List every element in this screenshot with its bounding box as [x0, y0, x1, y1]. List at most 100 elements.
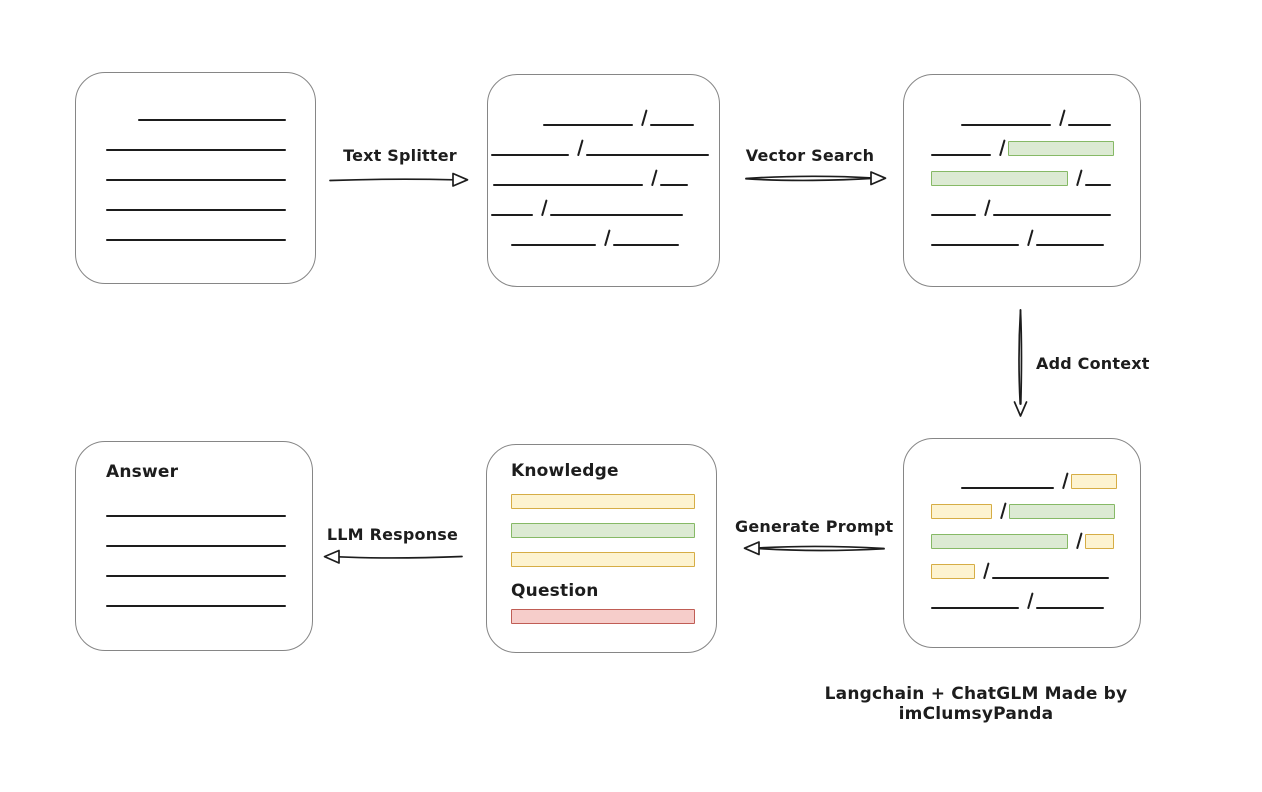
text-line — [491, 214, 533, 216]
text-line — [961, 124, 1051, 126]
text-line — [1085, 184, 1111, 186]
text-row — [488, 156, 719, 186]
text-row — [106, 577, 292, 607]
text-row — [904, 216, 1140, 246]
green-highlight — [1009, 504, 1115, 519]
text-row — [106, 547, 292, 577]
text-line — [660, 184, 688, 186]
text-row — [106, 517, 292, 547]
text-row — [904, 519, 1140, 549]
text-line — [106, 515, 286, 517]
answer-node: Answer — [75, 441, 313, 651]
slash-separator — [996, 501, 1005, 519]
text-line — [550, 214, 683, 216]
text-line — [1068, 124, 1111, 126]
slash-separator — [1023, 228, 1032, 246]
slash-separator — [1055, 108, 1064, 126]
text-line — [931, 154, 991, 156]
slash-separator — [1023, 591, 1032, 609]
llm-response-arrow — [323, 549, 463, 564]
answer-heading: Answer — [106, 462, 179, 482]
slash-separator — [995, 138, 1004, 156]
knowledge-heading: Knowledge — [511, 461, 619, 481]
text-row — [76, 151, 315, 181]
vector-search-label: Vector Search — [745, 146, 875, 165]
text-row — [76, 91, 315, 121]
yellow-bar — [511, 494, 695, 509]
yellow-highlight — [1071, 474, 1117, 489]
text-row — [904, 579, 1140, 609]
text-row — [106, 487, 292, 517]
slash-separator — [1072, 531, 1081, 549]
diagram-caption: Langchain + ChatGLM Made by imClumsyPand… — [824, 684, 1128, 724]
text-row — [76, 211, 315, 241]
text-line — [106, 545, 286, 547]
slash-separator — [537, 198, 546, 216]
text-line — [106, 209, 286, 211]
vector-search-arrow — [745, 171, 887, 186]
question-bars — [511, 609, 696, 624]
text-splitter-arrow — [329, 172, 469, 187]
yellow-bar — [511, 552, 695, 567]
text-row — [904, 96, 1140, 126]
text-row — [904, 186, 1140, 216]
add-context-label: Add Context — [1036, 354, 1150, 373]
text-row — [904, 126, 1140, 156]
text-row — [488, 126, 719, 156]
green-bar — [511, 523, 695, 538]
text-line — [650, 124, 694, 126]
text-line — [613, 244, 679, 246]
slash-separator — [600, 228, 609, 246]
green-highlight — [931, 171, 1068, 186]
text-line — [931, 607, 1019, 609]
context-node — [903, 438, 1141, 648]
text-line — [1036, 244, 1104, 246]
slash-separator — [573, 138, 582, 156]
llm-response-label: LLM Response — [326, 525, 459, 544]
text-line — [106, 575, 286, 577]
knowledge-bars — [511, 494, 696, 567]
text-row — [904, 459, 1140, 489]
text-row — [904, 489, 1140, 519]
green-highlight — [1008, 141, 1114, 156]
search-results-node — [903, 74, 1141, 287]
text-line — [931, 244, 1019, 246]
text-splitter-label: Text Splitter — [343, 146, 457, 165]
text-row — [488, 186, 719, 216]
text-line — [106, 239, 286, 241]
chunks-node — [487, 74, 720, 287]
document-node — [75, 72, 316, 284]
text-line — [106, 179, 286, 181]
green-highlight — [931, 534, 1068, 549]
text-line — [106, 149, 286, 151]
text-row — [488, 216, 719, 246]
document-lines — [76, 73, 315, 241]
text-line — [138, 119, 286, 121]
text-line — [493, 184, 643, 186]
text-line — [1036, 607, 1104, 609]
text-line — [491, 154, 569, 156]
slash-separator — [1072, 168, 1081, 186]
text-line — [961, 487, 1054, 489]
text-line — [511, 244, 596, 246]
yellow-highlight — [931, 504, 992, 519]
text-line — [993, 214, 1111, 216]
text-row — [76, 181, 315, 211]
slash-separator — [1058, 471, 1067, 489]
slash-separator — [647, 168, 656, 186]
generate-prompt-label: Generate Prompt — [735, 517, 894, 536]
red-bar — [511, 609, 695, 624]
answer-lines — [106, 487, 292, 607]
slash-separator — [979, 561, 988, 579]
slash-separator — [980, 198, 989, 216]
text-row — [488, 96, 719, 126]
chunks-lines — [488, 75, 719, 246]
text-line — [543, 124, 633, 126]
yellow-highlight — [931, 564, 975, 579]
add-context-arrow — [1013, 309, 1028, 417]
text-row — [76, 121, 315, 151]
search-results-lines — [904, 75, 1140, 246]
text-line — [586, 154, 709, 156]
generate-prompt-arrow — [743, 541, 885, 556]
